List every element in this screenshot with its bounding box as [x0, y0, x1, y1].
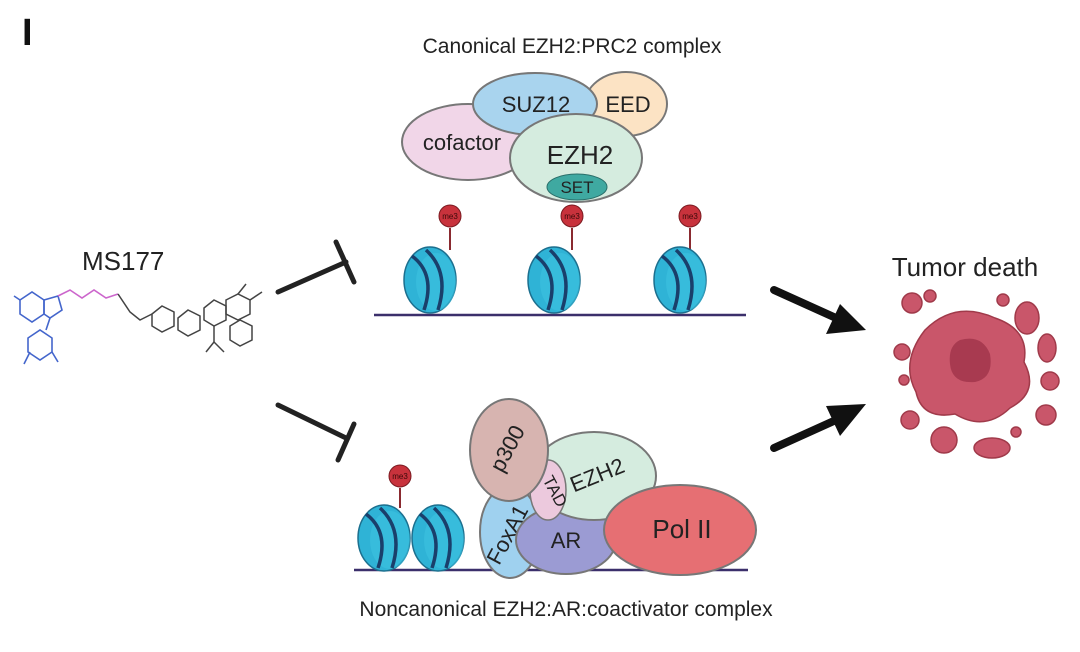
- arrow-bottom-to-death: [770, 404, 866, 452]
- ar-protein: AR: [515, 505, 617, 575]
- panel-label: I: [22, 12, 33, 54]
- methyl-mark-top-2: me3: [560, 204, 584, 228]
- pol2-protein: Pol II: [603, 484, 757, 576]
- top-complex-title: Canonical EZH2:PRC2 complex: [423, 35, 722, 58]
- outcome-label: Tumor death: [892, 252, 1038, 282]
- svg-text:cofactor: cofactor: [423, 130, 501, 155]
- nucleosome-bottom-1: [356, 488, 412, 573]
- svg-text:Pol II: Pol II: [652, 514, 711, 544]
- svg-text:EED: EED: [605, 92, 650, 117]
- svg-text:me3: me3: [564, 212, 580, 221]
- bottom-complex-title: Noncanonical EZH2:AR:coactivator complex: [359, 598, 773, 621]
- inhibition-arrow-bottom: [275, 402, 357, 463]
- tumor-death-cell-fragments: [893, 289, 1060, 459]
- svg-text:me3: me3: [682, 212, 698, 221]
- svg-text:SET: SET: [560, 178, 593, 197]
- svg-text:SUZ12: SUZ12: [502, 92, 570, 117]
- methyl-mark-top-1: me3: [438, 204, 462, 228]
- arrow-top-to-death: [770, 286, 866, 334]
- svg-text:AR: AR: [551, 528, 582, 553]
- nucleosome-bottom-2: [410, 503, 466, 573]
- methyl-mark-bottom: me3: [388, 464, 412, 488]
- nucleosome-top-2: [526, 228, 582, 315]
- nucleosome-top-1: [402, 228, 458, 315]
- svg-text:me3: me3: [442, 212, 458, 221]
- nucleosome-top-3: [652, 228, 708, 315]
- drug-label: MS177: [82, 246, 164, 276]
- methyl-mark-top-3: me3: [678, 204, 702, 228]
- p300-protein: p300: [469, 398, 549, 502]
- svg-text:me3: me3: [392, 472, 408, 481]
- ezh2-protein-top: EZH2: [509, 113, 643, 203]
- svg-text:EZH2: EZH2: [547, 140, 613, 170]
- ms177-molecule-structure: [13, 283, 263, 365]
- set-domain: SET: [546, 173, 608, 201]
- inhibition-arrow-top: [275, 239, 357, 295]
